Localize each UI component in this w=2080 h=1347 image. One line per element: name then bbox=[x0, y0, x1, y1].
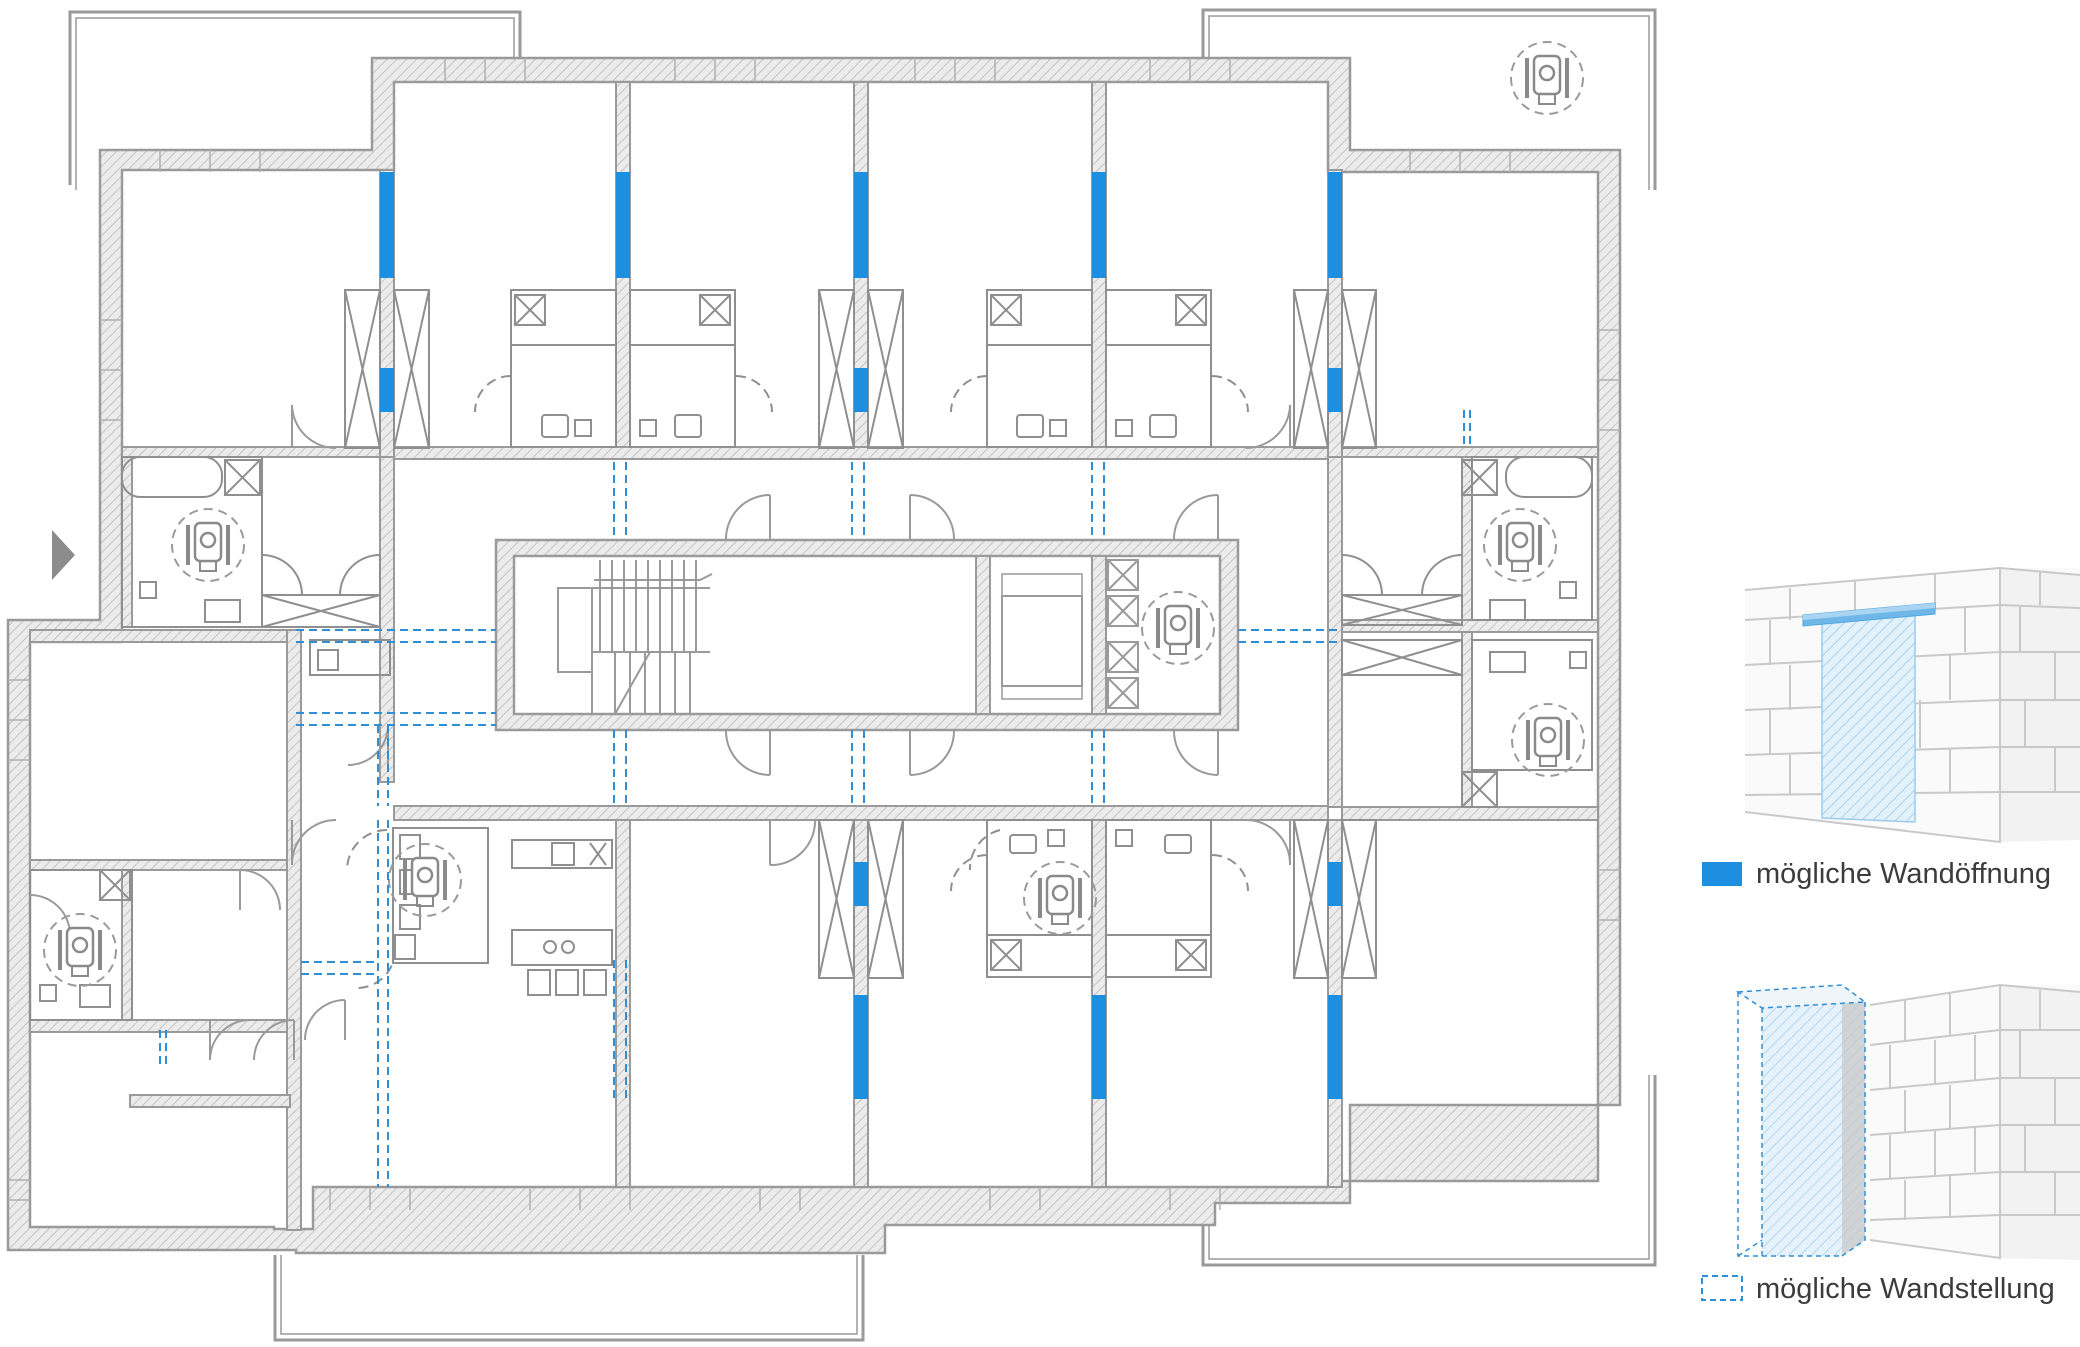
balconies bbox=[68, 8, 1657, 1342]
entrance-arrow-icon bbox=[52, 530, 75, 580]
legend-wall-label: mögliche Wandstellung bbox=[1756, 1273, 2055, 1305]
legend-opening-swatch bbox=[1702, 862, 1742, 886]
possible-wall-openings bbox=[380, 172, 1342, 1099]
wheelchair-icon bbox=[42, 40, 1586, 988]
stair-core bbox=[494, 538, 1240, 732]
fixtures bbox=[29, 289, 1593, 1061]
brick-wall-added-icon bbox=[1735, 983, 2080, 1260]
legend-wall-swatch bbox=[1701, 1275, 1743, 1301]
interior-walls bbox=[29, 81, 1599, 1231]
exterior-wall bbox=[6, 56, 1622, 1255]
possible-wall-positions bbox=[159, 410, 1471, 1187]
legend-opening-label: mögliche Wandöffnung bbox=[1756, 858, 2052, 890]
brick-wall-opening-icon bbox=[1744, 566, 2080, 844]
